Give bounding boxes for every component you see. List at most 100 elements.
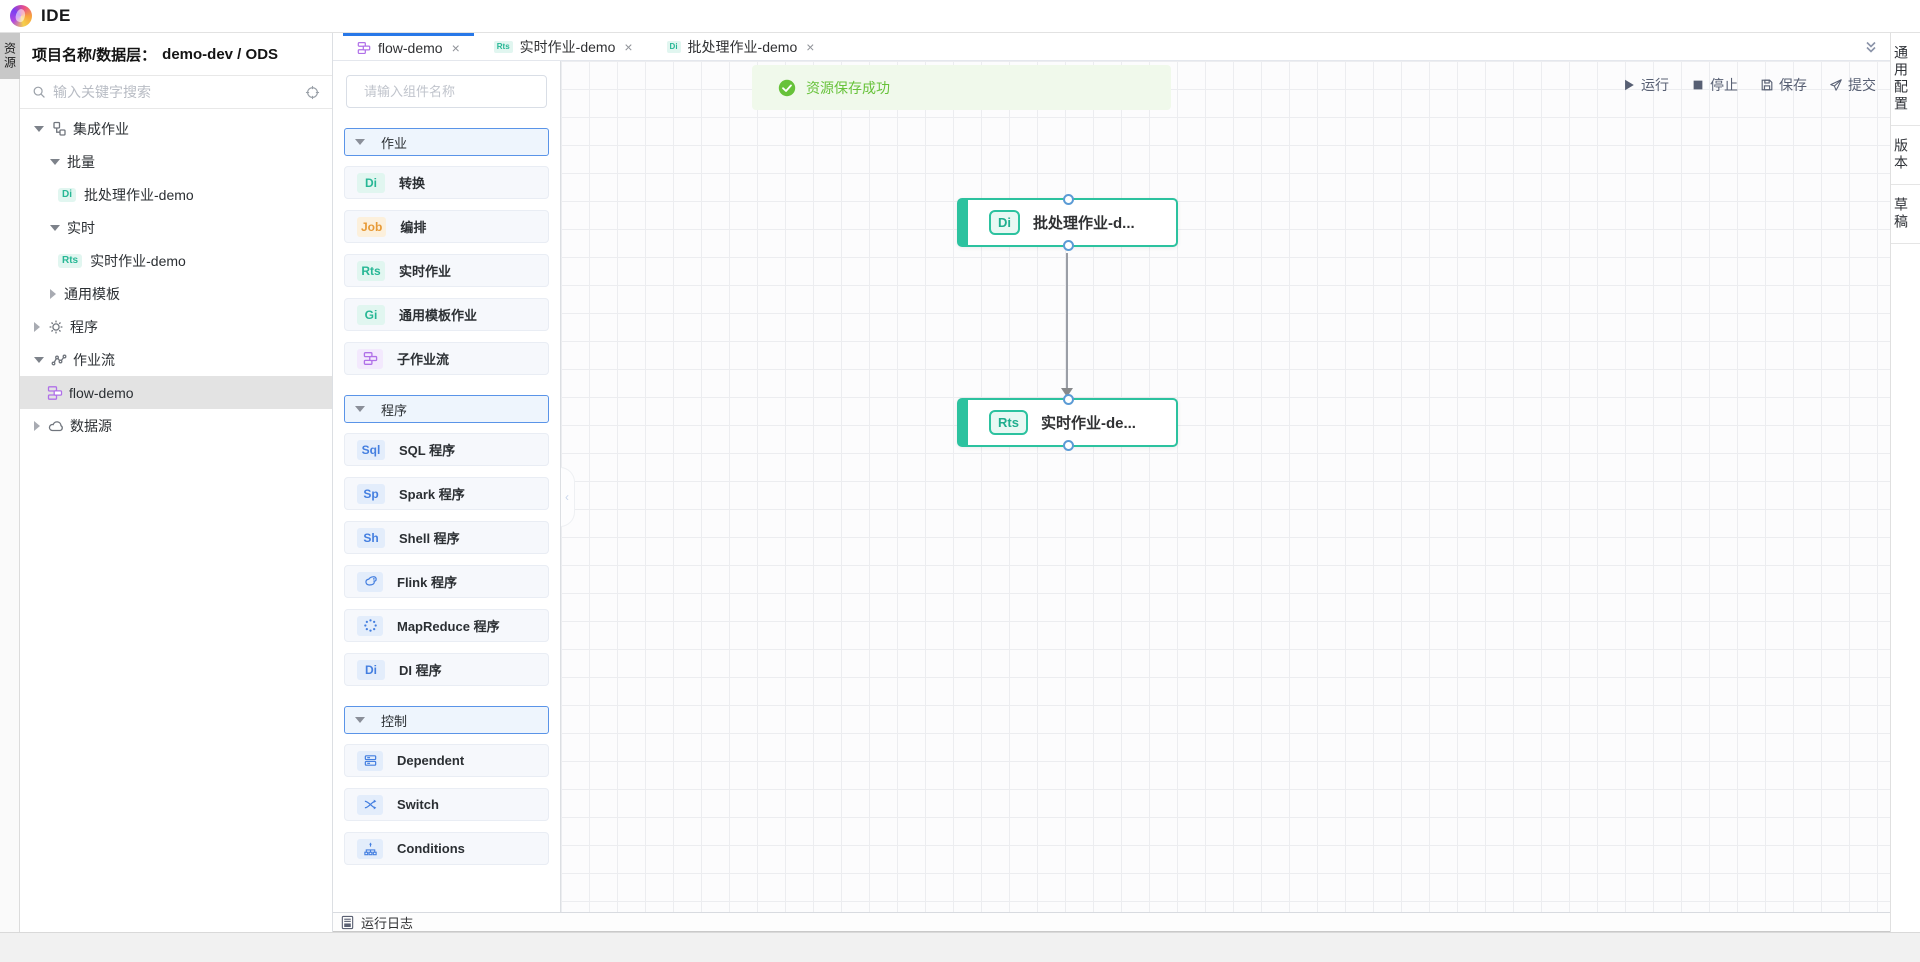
palette-item-realtime-job[interactable]: Rts 实时作业 [344,254,549,287]
close-icon[interactable]: × [451,40,460,56]
conditions-icon [357,838,383,859]
palette-item-di-program[interactable]: Di DI 程序 [344,653,549,686]
palette-search-input[interactable] [364,84,540,99]
tree-item-realtime[interactable]: 实时 [20,211,332,244]
section-title: 控制 [381,713,408,729]
tab-realtime-job-demo[interactable]: Rts 实时作业-demo × [480,33,647,60]
tab-flow-demo[interactable]: flow-demo × [343,33,474,60]
collapse-arrow-icon[interactable] [50,224,60,231]
section-title: 程序 [381,402,408,418]
tab-label: 实时作业-demo [519,38,616,55]
tree-item-datasources[interactable]: 数据源 [20,409,332,442]
rts-badge: Rts [357,260,385,281]
collapse-arrow-icon[interactable] [50,158,60,165]
expand-arrow-icon[interactable] [34,321,40,332]
node-output-port[interactable] [1062,440,1074,451]
run-log-bar[interactable]: 运行日志 [333,912,1890,932]
flow-edge[interactable] [1066,253,1068,388]
palette-item-spark-program[interactable]: Sp Spark 程序 [344,477,549,510]
sql-badge: Sql [357,439,385,460]
resources-rail-tab[interactable]: 资源 [0,33,20,79]
close-icon[interactable]: × [624,38,633,55]
stop-label: 停止 [1710,77,1738,93]
version-button[interactable]: 版本 [1891,126,1920,185]
palette-item-mapreduce-program[interactable]: MapReduce 程序 [344,609,549,642]
flow-canvas[interactable]: 资源保存成功 运行 停止 保存 提交 Di 批处 [561,61,1890,912]
canvas-toolbar: 运行 停止 保存 提交 [1622,75,1876,95]
palette-item-template-job[interactable]: Gi 通用模板作业 [344,298,549,331]
item-label: 实时作业 [399,264,452,279]
item-label: SQL 程序 [399,443,456,458]
palette-item-flink-program[interactable]: Flink 程序 [344,565,549,598]
workflow-icon [51,354,67,365]
project-sidebar: 项目名称/数据层： demo-dev / ODS 集成作业 批量 Di 批处理作… [20,33,333,932]
palette-section-jobs[interactable]: 作业 [344,128,549,156]
project-header: 项目名称/数据层： demo-dev / ODS [20,33,332,76]
left-rail: 资源 [0,33,20,932]
node-input-port[interactable] [1062,194,1074,205]
node-output-port[interactable] [1062,240,1074,251]
tab-label: flow-demo [378,40,443,56]
stop-button[interactable]: 停止 [1691,75,1738,95]
palette-collapse-handle[interactable]: ‹ [561,467,575,527]
tree-item-batch[interactable]: 批量 [20,145,332,178]
palette-item-dependent[interactable]: Dependent [344,744,549,777]
tree-item-label: 批处理作业-demo [84,186,194,203]
submit-button[interactable]: 提交 [1829,75,1876,95]
tree-item-label: 实时作业-demo [90,252,186,269]
close-icon[interactable]: × [806,38,815,55]
item-label: Conditions [397,841,465,856]
expand-arrow-icon[interactable] [50,288,56,299]
node-realtime-job-demo[interactable]: Rts 实时作业-de... [957,394,1178,451]
integration-jobs-icon [53,121,66,136]
palette-item-transform[interactable]: Di 转换 [344,166,549,199]
tree-item-batch-job-demo[interactable]: Di 批处理作业-demo [20,178,332,211]
palette-section-programs[interactable]: 程序 [344,395,549,423]
palette-item-orchestrate[interactable]: Job 编排 [344,210,549,243]
tab-label: 批处理作业-demo [687,38,798,55]
general-config-button[interactable]: 通用配置 [1891,33,1920,126]
node-batch-job-demo[interactable]: Di 批处理作业-d... [957,194,1178,251]
draft-button[interactable]: 草稿 [1891,185,1920,244]
run-log-label: 运行日志 [361,915,414,931]
collapse-arrow-icon[interactable] [34,125,44,132]
run-label: 运行 [1641,77,1669,93]
palette-item-subflow[interactable]: 子作业流 [344,342,549,375]
tree-item-integration-jobs[interactable]: 集成作业 [20,112,332,145]
collapse-arrow-icon[interactable] [34,356,44,363]
right-rail: 通用配置 版本 草稿 [1890,33,1920,932]
component-palette: 作业 Di 转换 Job 编排 Rts 实时作业 Gi 通用模板作业 子作业流 … [333,61,561,912]
tree-item-flow-demo[interactable]: flow-demo [20,376,332,409]
flow-edge-arrowhead-icon [1061,388,1073,397]
tree-item-programs[interactable]: 程序 [20,310,332,343]
submit-icon [1830,79,1842,91]
spark-badge: Sp [357,483,385,504]
tree-item-label: 集成作业 [73,120,129,137]
node-input-port[interactable] [1062,394,1074,405]
di-badge: Di [666,40,681,53]
sidebar-search-input[interactable] [53,84,305,100]
shell-badge: Sh [357,527,385,548]
run-button[interactable]: 运行 [1622,75,1669,95]
palette-section-control[interactable]: 控制 [344,706,549,734]
palette-item-sql-program[interactable]: Sql SQL 程序 [344,433,549,466]
success-toast: 资源保存成功 [752,65,1171,110]
locate-icon[interactable] [305,85,320,100]
tab-batch-job-demo[interactable]: Di 批处理作业-demo × [653,33,829,60]
expand-arrow-icon[interactable] [34,420,40,431]
palette-item-switch[interactable]: Switch [344,788,549,821]
tree-item-common-template[interactable]: 通用模板 [20,277,332,310]
tree-item-workflows[interactable]: 作业流 [20,343,332,376]
app-logo-icon [10,5,32,27]
save-button[interactable]: 保存 [1760,75,1807,95]
tree-item-realtime-job-demo[interactable]: Rts 实时作业-demo [20,244,332,277]
tree-item-label: 实时 [67,219,95,236]
palette-item-shell-program[interactable]: Sh Shell 程序 [344,521,549,554]
tree-item-label: 批量 [67,153,95,170]
palette-item-conditions[interactable]: Conditions [344,832,549,865]
rts-badge: Rts [493,40,513,53]
search-icon [33,86,45,98]
collapse-tabs-chevron-icon[interactable] [1862,38,1880,56]
palette-search [346,75,547,108]
